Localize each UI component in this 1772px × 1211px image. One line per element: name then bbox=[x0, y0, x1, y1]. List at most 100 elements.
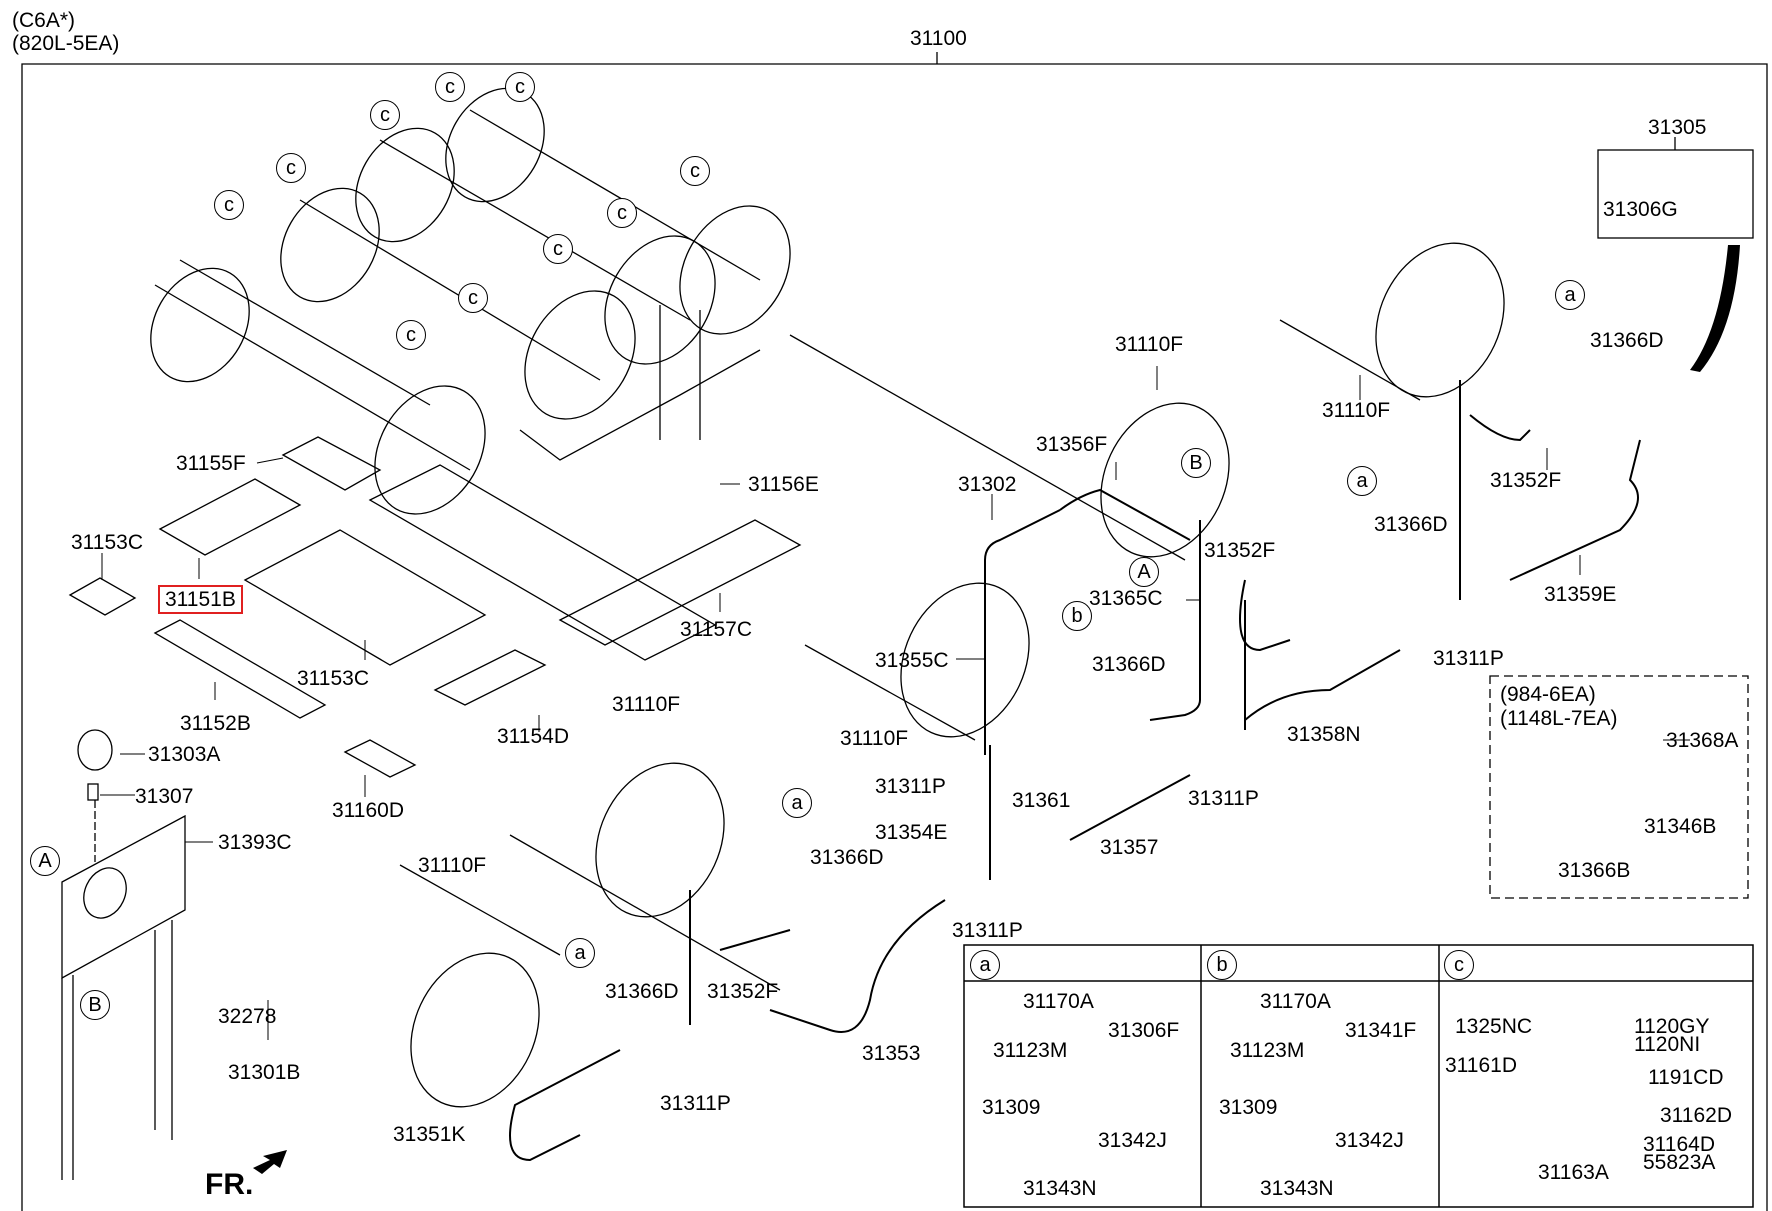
part-label[interactable]: 31366D bbox=[1590, 329, 1664, 352]
part-label[interactable]: 31352F bbox=[1204, 539, 1276, 562]
part-label[interactable]: 31346B bbox=[1644, 815, 1717, 838]
callout-B[interactable]: B bbox=[80, 990, 110, 1020]
part-label[interactable]: 31153C bbox=[71, 531, 144, 554]
part-label[interactable]: 31352F bbox=[707, 980, 779, 1003]
leader-lines bbox=[100, 366, 1690, 1040]
part-label[interactable]: 31110F bbox=[1322, 399, 1391, 422]
part-label[interactable]: 31303A bbox=[148, 743, 221, 766]
part-label[interactable]: 31342J bbox=[1335, 1129, 1404, 1152]
part-label[interactable]: 31110F bbox=[840, 727, 909, 750]
callout-c[interactable]: c bbox=[435, 72, 465, 102]
part-label[interactable]: 31305 bbox=[1648, 116, 1707, 139]
callout-c[interactable]: c bbox=[607, 198, 637, 228]
part-label[interactable]: 31311P bbox=[952, 919, 1023, 942]
part-label[interactable]: 31311P bbox=[660, 1092, 731, 1115]
part-label[interactable]: 31152B bbox=[180, 712, 251, 735]
option-box bbox=[1489, 675, 1749, 899]
part-label[interactable]: 31341F bbox=[1345, 1019, 1417, 1042]
part-label[interactable]: 31357 bbox=[1100, 836, 1159, 859]
detail-key-b: b bbox=[1207, 950, 1237, 980]
lower-tanks bbox=[399, 242, 1505, 1108]
part-label[interactable]: 31351K bbox=[393, 1123, 466, 1146]
part-label[interactable]: 31311P bbox=[1188, 787, 1259, 810]
part-label[interactable]: 31343N bbox=[1260, 1177, 1334, 1200]
highlighted-part-label[interactable]: 31151B bbox=[158, 585, 243, 614]
part-label[interactable]: 31366D bbox=[810, 846, 884, 869]
part-label[interactable]: 31311P bbox=[875, 775, 946, 798]
part-label[interactable]: 31358N bbox=[1287, 723, 1361, 746]
callout-c[interactable]: c bbox=[370, 100, 400, 130]
assembly-number[interactable]: 31100 bbox=[910, 27, 967, 50]
part-label[interactable]: 31164D bbox=[1643, 1133, 1716, 1156]
part-label[interactable]: 31359E bbox=[1544, 583, 1617, 606]
callout-c[interactable]: c bbox=[214, 190, 244, 220]
option-note-line2: (1148L-7EA) bbox=[1500, 707, 1618, 730]
part-label[interactable]: 31356F bbox=[1036, 433, 1108, 456]
part-label[interactable]: 31301B bbox=[228, 1061, 301, 1084]
part-label[interactable]: 31361 bbox=[1012, 789, 1071, 812]
part-label[interactable]: 31302 bbox=[958, 473, 1017, 496]
part-label[interactable]: 31153C bbox=[297, 667, 370, 690]
part-label[interactable]: 31393C bbox=[218, 831, 292, 854]
callout-c[interactable]: c bbox=[396, 320, 426, 350]
part-label[interactable]: 1191CD bbox=[1648, 1066, 1724, 1089]
callout-c[interactable]: c bbox=[276, 153, 306, 183]
part-label[interactable]: 1120NI bbox=[1634, 1033, 1701, 1056]
part-label[interactable]: 31343N bbox=[1023, 1177, 1097, 1200]
part-label[interactable]: 31154D bbox=[497, 725, 570, 748]
part-label[interactable]: 31366D bbox=[1092, 653, 1166, 676]
part-label[interactable]: 31352F bbox=[1490, 469, 1562, 492]
diagram-frame bbox=[21, 63, 1768, 1211]
part-label[interactable]: 32278 bbox=[218, 1005, 277, 1028]
part-label[interactable]: 31170A bbox=[1260, 990, 1331, 1013]
callout-A[interactable]: A bbox=[1129, 557, 1159, 587]
callout-c[interactable]: c bbox=[543, 234, 573, 264]
callout-c[interactable]: c bbox=[680, 156, 710, 186]
part-label[interactable]: 31306F bbox=[1108, 1019, 1180, 1042]
part-label[interactable]: 31163A bbox=[1538, 1161, 1609, 1184]
floor-plates bbox=[68, 436, 802, 778]
callout-B[interactable]: B bbox=[1181, 448, 1211, 478]
pointer-arrow-icon bbox=[1690, 245, 1740, 372]
part-label[interactable]: 31170A bbox=[1023, 990, 1094, 1013]
part-label[interactable]: 31155F bbox=[176, 452, 246, 475]
part-label[interactable]: 55823A bbox=[1643, 1151, 1716, 1174]
part-label[interactable]: 31366B bbox=[1558, 859, 1631, 882]
callout-a[interactable]: a bbox=[782, 788, 812, 818]
callout-a[interactable]: a bbox=[565, 938, 595, 968]
part-label[interactable]: 31123M bbox=[993, 1039, 1068, 1062]
part-label[interactable]: 31110F bbox=[1115, 333, 1184, 356]
part-label[interactable]: 1120GY bbox=[1634, 1015, 1710, 1038]
part-label[interactable]: 31161D bbox=[1445, 1054, 1518, 1077]
detail-key-c: c bbox=[1444, 950, 1474, 980]
part-label[interactable]: 31123M bbox=[1230, 1039, 1305, 1062]
part-label[interactable]: 31156E bbox=[748, 473, 819, 496]
callout-b[interactable]: b bbox=[1062, 601, 1092, 631]
part-label[interactable]: 31306G bbox=[1603, 198, 1678, 221]
option-note-line1: (984-6EA) bbox=[1500, 683, 1596, 706]
part-label[interactable]: 31354E bbox=[875, 821, 948, 844]
callout-A[interactable]: A bbox=[30, 846, 60, 876]
callout-a[interactable]: a bbox=[1555, 280, 1585, 310]
callout-c[interactable]: c bbox=[458, 283, 488, 313]
callout-a[interactable]: a bbox=[1347, 466, 1377, 496]
part-label[interactable]: 31368A bbox=[1666, 729, 1739, 752]
part-label[interactable]: 31110F bbox=[612, 693, 681, 716]
part-label[interactable]: 31365C bbox=[1089, 587, 1163, 610]
part-label[interactable]: 31157C bbox=[680, 618, 753, 641]
part-label[interactable]: 31307 bbox=[135, 785, 194, 808]
part-label[interactable]: 1325NC bbox=[1455, 1015, 1533, 1038]
part-label[interactable]: 31355C bbox=[875, 649, 949, 672]
part-label[interactable]: 31309 bbox=[1219, 1096, 1278, 1119]
part-label[interactable]: 31311P bbox=[1433, 647, 1504, 670]
front-indicator: FR. bbox=[205, 1168, 254, 1201]
part-label[interactable]: 31366D bbox=[605, 980, 679, 1003]
part-label[interactable]: 31366D bbox=[1374, 513, 1448, 536]
part-label[interactable]: 31110F bbox=[418, 854, 487, 877]
part-label[interactable]: 31309 bbox=[982, 1096, 1041, 1119]
part-label[interactable]: 31342J bbox=[1098, 1129, 1167, 1152]
part-label[interactable]: 31162D bbox=[1660, 1104, 1733, 1127]
callout-c[interactable]: c bbox=[505, 72, 535, 102]
part-label[interactable]: 31353 bbox=[862, 1042, 921, 1065]
part-label[interactable]: 31160D bbox=[332, 799, 405, 822]
